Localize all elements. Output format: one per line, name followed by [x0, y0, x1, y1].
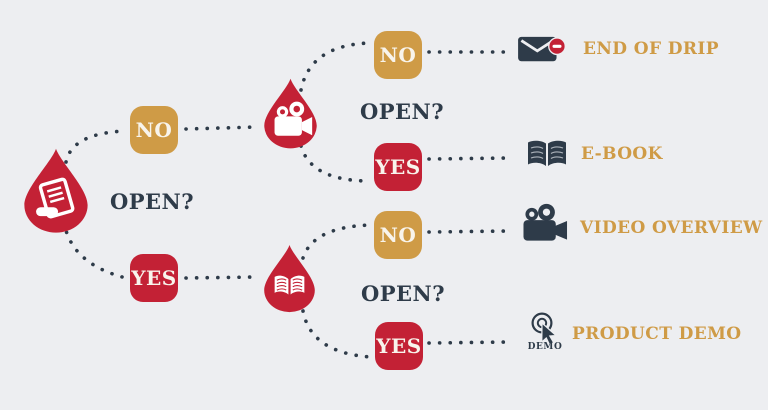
video-yes-label: YES — [375, 155, 421, 179]
ebook-drop-icon — [264, 245, 315, 313]
outcome-video-overview: VIDEO OVERVIEW — [523, 203, 763, 247]
demo-click-icon: DEMO — [527, 311, 563, 352]
outcome-label-product-demo: PRODUCT DEMO — [572, 324, 742, 344]
video-no-label: NO — [379, 43, 417, 67]
video-no-button: NO — [374, 31, 422, 79]
book-yes-label: YES — [376, 334, 422, 358]
root-yes-label: YES — [131, 266, 177, 290]
connector-yes2-ebook — [427, 156, 513, 161]
video-camera-icon — [523, 203, 568, 241]
book-question: OPEN? — [360, 281, 446, 306]
book-no-button: NO — [374, 211, 422, 259]
video-yes-button: YES — [374, 143, 422, 191]
root-yes-button: YES — [130, 254, 178, 302]
book-no-label: NO — [379, 223, 417, 247]
connector-book-no — [301, 223, 372, 260]
connector-root-no — [64, 129, 128, 164]
outcome-product-demo: DEMO PRODUCT DEMO — [527, 308, 742, 354]
connector-video-no — [299, 41, 372, 92]
demo-icon-text: DEMO — [527, 341, 563, 352]
outcome-ebook: E-BOOK — [527, 140, 663, 168]
connector-root-yes — [62, 220, 128, 280]
email-stop-icon — [518, 36, 566, 62]
outcome-label-video-overview: VIDEO OVERVIEW — [580, 218, 763, 238]
open-book-icon — [528, 140, 566, 166]
outcome-label-ebook: E-BOOK — [581, 144, 663, 164]
connector-yes3-product-demo — [427, 340, 513, 345]
root-no-button: NO — [130, 106, 178, 154]
book-yes-button: YES — [375, 322, 423, 370]
connector-no1-video — [184, 125, 259, 131]
connector-yes1-book — [184, 275, 258, 280]
connector-no3-video-overview — [427, 229, 513, 234]
outcome-label-end-of-drip: END OF DRIP — [583, 39, 719, 59]
video-question: OPEN? — [359, 99, 445, 124]
outcome-end-of-drip: END OF DRIP — [516, 33, 719, 65]
root-no-label: NO — [135, 118, 173, 142]
video-drop-icon — [264, 78, 317, 149]
root-question: OPEN? — [109, 189, 195, 214]
newsletter-drop-icon — [24, 148, 88, 233]
